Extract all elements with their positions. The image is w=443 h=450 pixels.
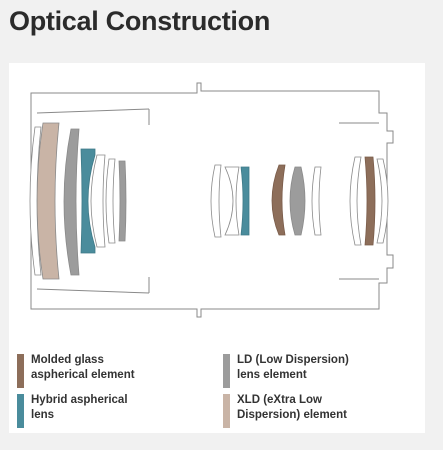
hybrid-aspherical-element-1 <box>80 148 96 254</box>
diagram-card: Molded glass aspherical element Hybrid a… <box>9 63 425 433</box>
plain-element-5 <box>224 166 240 236</box>
hybrid-swatch <box>17 394 24 428</box>
molded-swatch <box>17 354 24 388</box>
ld-element-1 <box>63 128 80 276</box>
plain-element-3 <box>105 158 116 244</box>
plain-element-front <box>29 126 42 276</box>
plain-element-6 <box>311 166 322 236</box>
legend-label-molded: Molded glass aspherical element <box>31 354 135 381</box>
plain-element-2 <box>90 154 106 248</box>
lens-barrel-outline <box>30 82 394 318</box>
ld-element-3 <box>289 166 306 236</box>
legend-item-hybrid: Hybrid aspherical lens <box>17 393 171 428</box>
plain-element-7 <box>349 156 362 246</box>
molded-aspherical-element-2 <box>364 156 376 246</box>
xld-element-1 <box>36 122 60 280</box>
legend-item-ld: LD (Low Dispersion) lens element <box>223 353 377 388</box>
ld-swatch <box>223 354 230 388</box>
ld-element-2 <box>118 160 127 242</box>
legend-item-molded: Molded glass aspherical element <box>17 353 171 388</box>
hybrid-aspherical-element-2 <box>240 166 250 236</box>
legend-label-hybrid: Hybrid aspherical lens <box>31 394 128 421</box>
plain-element-8 <box>376 158 389 244</box>
plain-element-4 <box>210 164 222 238</box>
lens-diagram <box>29 82 394 318</box>
molded-aspherical-element-1 <box>271 164 286 236</box>
xld-swatch <box>223 394 230 428</box>
legend-label-xld: XLD (eXtra Low Dispersion) element <box>237 394 347 421</box>
legend-item-xld: XLD (eXtra Low Dispersion) element <box>223 393 377 428</box>
legend-label-ld: LD (Low Dispersion) lens element <box>237 354 349 381</box>
page-title: Optical Construction <box>9 6 271 36</box>
